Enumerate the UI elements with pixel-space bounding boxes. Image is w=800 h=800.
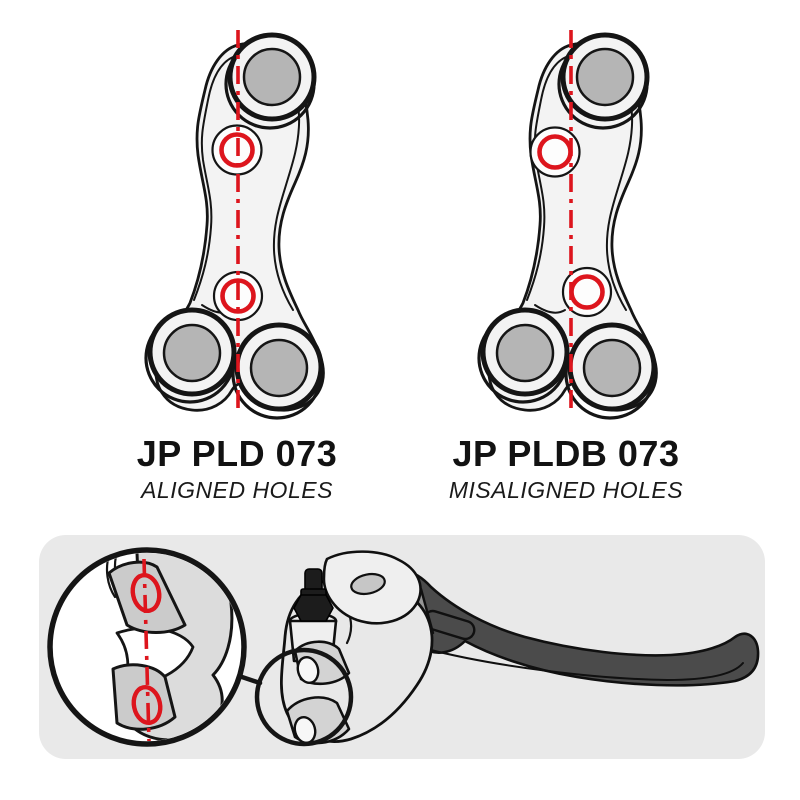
magnifier-connector-line	[236, 673, 263, 686]
bracket-aligned-figure	[144, 30, 325, 420]
nipple-hex-nut	[293, 594, 334, 622]
application-panel-figure	[39, 535, 765, 759]
caption-misaligned: JP PLDB 073 MISALIGNED HOLES	[406, 434, 726, 504]
bottom-left-boss-bore	[495, 323, 555, 383]
bottom-right-boss-bore	[582, 338, 642, 398]
magnified-lower-hole-marker	[131, 684, 163, 726]
magnified-center-line	[142, 558, 151, 741]
magnified-view	[105, 553, 234, 741]
bottom-left-boss	[144, 307, 237, 404]
part-number-misaligned: JP PLDB 073	[452, 433, 680, 474]
bracket-misaligned-figure	[477, 30, 658, 420]
lever-ridge-line	[426, 648, 744, 682]
top-boss-bore	[575, 47, 635, 107]
bracket-lower-bevel-line	[534, 304, 566, 314]
clamp-ear-hole	[350, 572, 386, 596]
part-description-aligned: ALIGNED HOLES	[141, 476, 333, 503]
part-description-misaligned: MISALIGNED HOLES	[448, 476, 684, 503]
bottom-right-boss	[564, 322, 657, 420]
magnified-upper-hole-marker	[130, 572, 162, 614]
caption-aligned: JP PLD 073 ALIGNED HOLES	[77, 434, 397, 504]
bleed-nipple	[293, 568, 334, 622]
bottom-left-boss	[477, 307, 570, 404]
top-boss-bore	[242, 47, 302, 107]
bottom-right-boss	[231, 322, 324, 420]
zoom-target-ring	[254, 647, 354, 747]
magnified-upper-lug	[107, 560, 187, 634]
master-cylinder	[279, 550, 434, 745]
clamp-ear	[322, 550, 422, 625]
bottom-left-boss-bore	[162, 323, 222, 383]
magnifier-detail	[47, 547, 247, 747]
top-boss	[557, 32, 650, 130]
lower-hole-marker	[220, 278, 256, 314]
bracket-left-bevel-line	[193, 56, 234, 301]
bottom-right-boss-bore	[249, 338, 309, 398]
upper-lug-hole	[296, 655, 320, 685]
part-number-aligned: JP PLD 073	[136, 433, 338, 474]
top-boss	[224, 32, 317, 130]
